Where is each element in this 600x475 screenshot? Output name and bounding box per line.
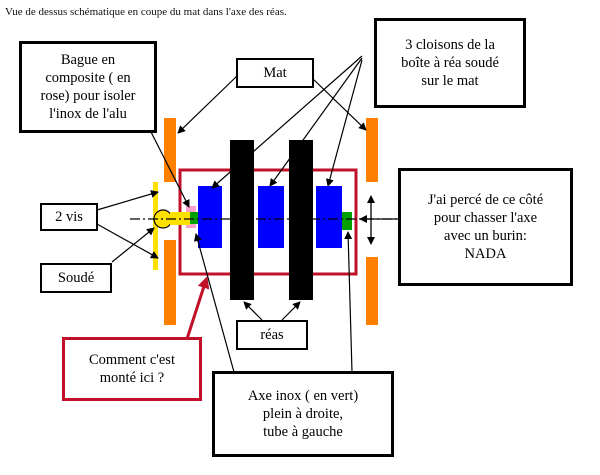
label-reas: réas [236, 320, 308, 350]
leader-reas-left [243, 301, 263, 321]
sheave-left [230, 140, 254, 300]
question-arrow [184, 276, 210, 343]
label-vis-text: 2 vis [55, 208, 83, 225]
leader-reas-right [281, 301, 301, 321]
label-perce: J'ai percé de ce côté pour chasser l'axe… [398, 168, 573, 286]
weld-plate [153, 182, 158, 270]
label-soude-text: Soudé [57, 269, 95, 286]
label-monte: Comment c'est monté ici ? [62, 337, 202, 401]
leader-bague [149, 129, 190, 208]
partition-left [198, 186, 222, 248]
axle-right-end [342, 212, 352, 230]
label-bague-text: Bague en composite ( en rose) pour isole… [40, 51, 136, 123]
label-reas-text: réas [260, 326, 284, 343]
mast-wall-right-bottom [366, 257, 378, 325]
label-vis: 2 vis [40, 203, 98, 231]
leader-mat-right [311, 77, 367, 131]
figure-caption: Vue de dessus schématique en coupe du ma… [5, 6, 287, 18]
label-axe-text: Axe inox ( en vert) plein à droite, tube… [247, 387, 359, 441]
label-bague: Bague en composite ( en rose) pour isole… [19, 41, 157, 133]
partition-middle [258, 186, 284, 248]
axle-left-tube [190, 212, 198, 224]
label-soude: Soudé [40, 263, 112, 293]
leader-cloison-2 [269, 57, 363, 187]
partition-right [316, 186, 342, 248]
label-monte-text: Comment c'est monté ici ? [89, 351, 175, 386]
mast-wall-right-top [366, 118, 378, 182]
leader-vis-bottom [96, 223, 159, 259]
mast-wall-left-top [164, 118, 176, 182]
mast-wall-left-bottom [164, 240, 176, 325]
label-cloisons-text: 3 cloisons de la boîte à réa soudé sur l… [401, 36, 499, 90]
label-mat: Mat [236, 58, 314, 88]
leader-axe-right [344, 231, 353, 373]
leader-cloison-3 [325, 59, 363, 187]
leader-soude [111, 227, 155, 263]
leader-vis-top [96, 190, 159, 211]
leader-cloison-1 [211, 55, 363, 189]
label-perce-text: J'ai percé de ce côté pour chasser l'axe… [427, 191, 544, 263]
leader-axe-left [194, 233, 235, 373]
label-mat-text: Mat [263, 64, 287, 81]
label-cloisons: 3 cloisons de la boîte à réa soudé sur l… [374, 18, 526, 108]
leader-mat-left [177, 75, 238, 134]
sheave-right [289, 140, 313, 300]
label-axe: Axe inox ( en vert) plein à droite, tube… [212, 371, 394, 457]
